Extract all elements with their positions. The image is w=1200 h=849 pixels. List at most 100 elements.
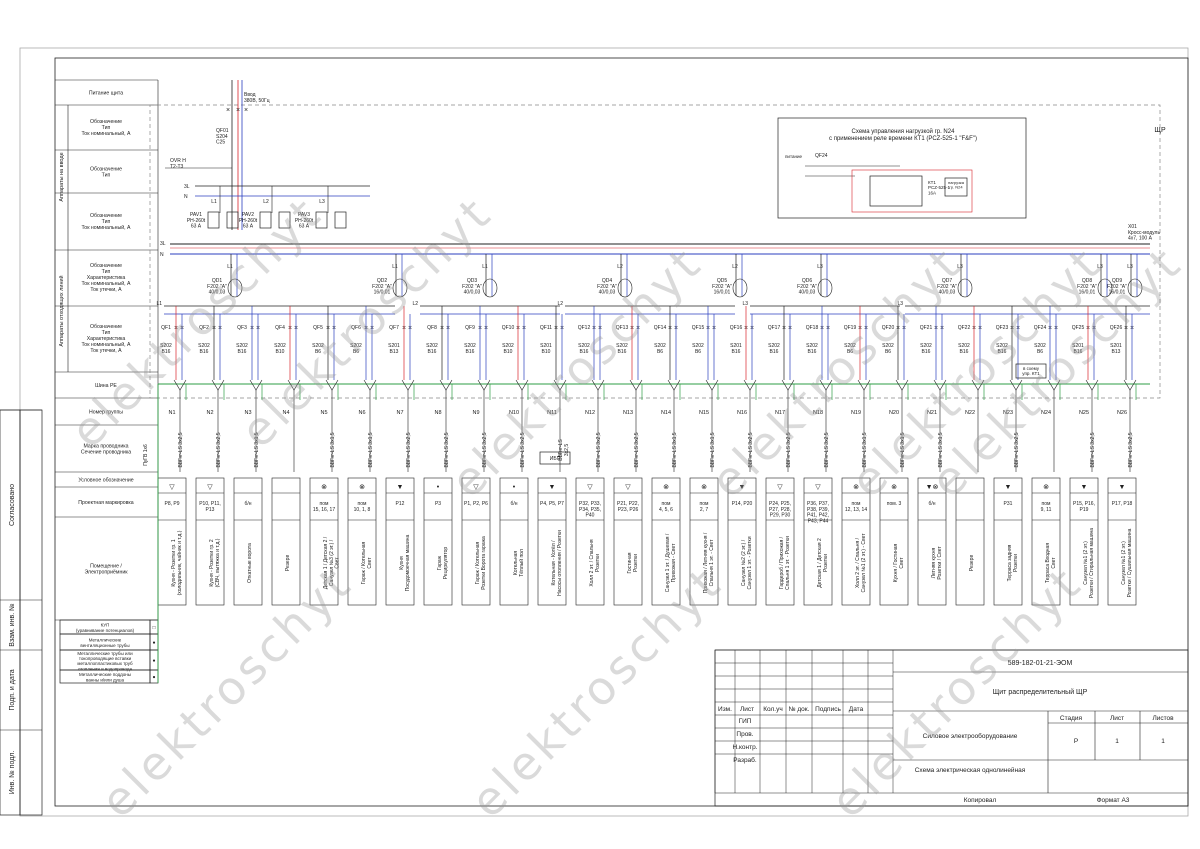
room-consumer: Летняя кухняРозетки / Свет bbox=[931, 546, 943, 580]
group-out bbox=[287, 379, 301, 391]
load-symbol: ▼ bbox=[549, 484, 556, 491]
project-mark: P12 bbox=[396, 501, 405, 507]
group-out bbox=[971, 379, 985, 391]
sheet-inner-frame bbox=[54, 57, 1189, 807]
main-bus-label: 3L bbox=[160, 241, 166, 247]
group-column bbox=[499, 477, 529, 606]
rcd-toroid bbox=[732, 278, 748, 298]
rcd-line-label: L3 bbox=[817, 264, 823, 270]
load-symbol: ▽ bbox=[473, 484, 479, 491]
rcd-toroid bbox=[617, 278, 633, 298]
load-symbol: ⊗ bbox=[701, 484, 707, 491]
group-column bbox=[1031, 477, 1061, 606]
room-consumer: Санузел 1 эт. / Душевая /Прихожая - Свет bbox=[665, 533, 677, 592]
room-consumer: Детская 1 / Детская 2Розетки bbox=[817, 538, 829, 588]
cable-mark: ВВГнг-LS 3x2,5 bbox=[482, 432, 488, 467]
group-number: N22 bbox=[965, 410, 975, 416]
group-number: N20 bbox=[889, 410, 899, 416]
stamp-frame-2 bbox=[19, 409, 43, 816]
group-number: N10 bbox=[509, 410, 519, 416]
eq-label: КУП(уравнивание потенциалов) bbox=[76, 623, 135, 633]
project-mark: пом. 3 bbox=[887, 501, 902, 507]
relay-box bbox=[207, 211, 220, 229]
relay-box bbox=[259, 211, 272, 229]
tb-stage: Р bbox=[1074, 738, 1078, 745]
rcd-toroid bbox=[1127, 278, 1143, 298]
group-column bbox=[575, 477, 605, 606]
rcd-line-label: L1 bbox=[392, 264, 398, 270]
cable-mark: ВВГнг-LS 3x2,5 bbox=[1014, 432, 1020, 467]
group-breaker-id: QF1 bbox=[161, 325, 171, 331]
group-number: N13 bbox=[623, 410, 633, 416]
tb-section: Силовое электрооборудование bbox=[923, 732, 1018, 740]
rcd-toroid bbox=[392, 278, 408, 298]
tb-format: Формат А3 bbox=[1097, 797, 1130, 804]
relay-kt1-body bbox=[869, 175, 923, 207]
eq-symbol: □ bbox=[152, 625, 155, 631]
group-breaker-id: QF3 bbox=[237, 325, 247, 331]
room-consumer: КухняПосудомоечная машина bbox=[399, 535, 411, 592]
group-out bbox=[515, 379, 529, 391]
group-number: N2 bbox=[206, 410, 213, 416]
group-breaker-id: QF24 bbox=[1034, 325, 1047, 331]
group-number: N11 bbox=[547, 410, 557, 416]
load-symbol: ▽ bbox=[625, 484, 631, 491]
tb-col-header: Кол.уч bbox=[763, 706, 783, 713]
group-column bbox=[917, 477, 947, 606]
rcd-toroid bbox=[957, 278, 973, 298]
tb-code: 589-182-01-21-ЭОМ bbox=[1008, 660, 1073, 667]
group-breaker-id: QF16 bbox=[730, 325, 743, 331]
load-symbol: ▽ bbox=[169, 484, 175, 491]
group-column bbox=[1069, 477, 1099, 606]
group-number: N1 bbox=[168, 410, 175, 416]
group-column bbox=[651, 477, 681, 606]
stamp-label: Взам. инв. № bbox=[9, 603, 16, 646]
rcd-toroid bbox=[1097, 278, 1113, 298]
group-out bbox=[1123, 379, 1137, 391]
load-symbol: ▽ bbox=[207, 484, 213, 491]
bus-label: L3 bbox=[742, 301, 748, 307]
group-out bbox=[743, 379, 757, 391]
eq-symbol: ● bbox=[152, 658, 155, 664]
project-mark: P4, P5, P7 bbox=[540, 501, 564, 507]
tb-role: Разраб. bbox=[733, 756, 757, 764]
pe-cable-mark: ПуГВ 1x6 bbox=[143, 444, 149, 466]
group-out bbox=[173, 379, 187, 391]
group-number: N21 bbox=[927, 410, 937, 416]
group-out bbox=[477, 379, 491, 391]
row-header: Проектная маркировка bbox=[78, 500, 134, 506]
tb-sheets: 1 bbox=[1161, 738, 1165, 745]
group-breaker-id: QF21 bbox=[920, 325, 933, 331]
rcd-line-label: L1 bbox=[482, 264, 488, 270]
rcd-line-label: L3 bbox=[1097, 264, 1103, 270]
cable-mark: ВВГнг-LS 3x1,5 bbox=[672, 432, 678, 467]
group-out bbox=[591, 379, 605, 391]
tb-name: Щит распределительный ЩР bbox=[993, 688, 1088, 696]
cable-mark: ВВГнг-LS 3x2,5 bbox=[786, 432, 792, 467]
group-breaker-id: QF12 bbox=[578, 325, 591, 331]
group-number: N23 bbox=[1003, 410, 1013, 416]
group-column bbox=[993, 477, 1023, 606]
relay-box bbox=[278, 211, 291, 229]
group-out bbox=[211, 379, 225, 391]
cable-mark: ВВГнг-LS 3x2,5 bbox=[520, 432, 526, 467]
row-header: Помещение /Электроприёмник bbox=[84, 563, 128, 575]
project-mark: б/н bbox=[244, 501, 251, 507]
project-mark: P21, P22,P23, P26 bbox=[617, 501, 639, 513]
